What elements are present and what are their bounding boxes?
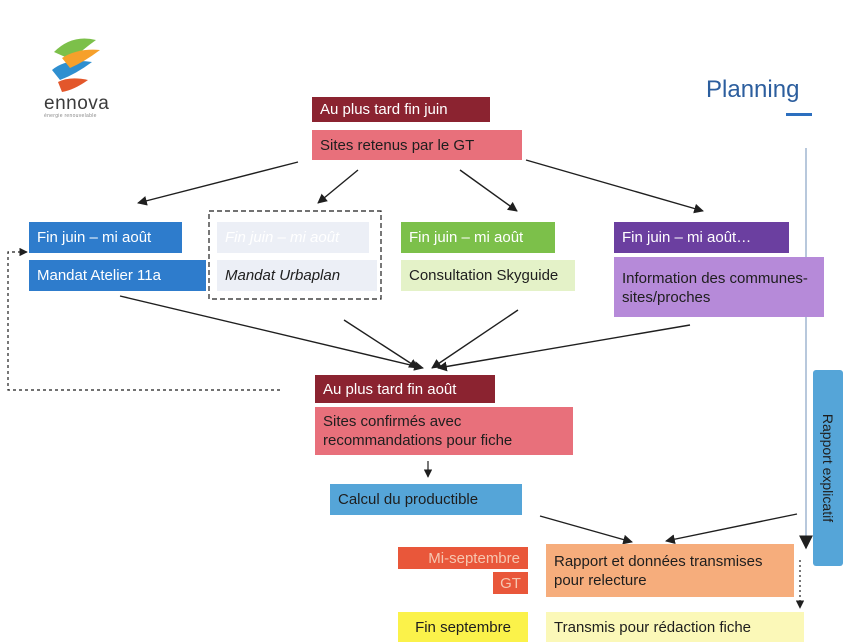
mid-deadline: Au plus tard fin août: [315, 375, 495, 403]
logo-name: ennova: [44, 93, 110, 114]
calc-productible: Calcul du productible: [330, 484, 522, 515]
rapport-explicatif-label: Rapport explicatif: [820, 413, 836, 523]
logo-tagline: énergie renouvelable: [44, 113, 97, 119]
arrow-col1-to-mid: [119, 295, 424, 371]
arrow-side-to-rapport: [665, 513, 798, 545]
date-fin-septembre: Fin septembre: [398, 612, 528, 642]
ennova-logo-icon: [52, 38, 100, 92]
col3-task: Consultation Skyguide: [401, 260, 575, 291]
rapport-explicatif-bar: Rapport explicatif: [813, 370, 843, 566]
date-mi-septembre: Mi-septembre: [398, 547, 528, 569]
page-title: Planning: [706, 76, 800, 103]
col2-task: Mandat Urbaplan: [217, 260, 377, 291]
top-task: Sites retenus par le GT: [312, 130, 522, 160]
actor-gt: GT: [493, 572, 528, 594]
col1-task: Mandat Atelier 11a: [29, 260, 206, 291]
arrow-calc-to-rapport: [539, 515, 633, 545]
col2-date: Fin juin – mi août: [217, 222, 369, 253]
arrow-top-to-col4: [525, 159, 704, 214]
top-deadline: Au plus tard fin juin: [312, 97, 490, 122]
transmis-task: Transmis pour rédaction fiche: [546, 612, 804, 642]
title-underline: [786, 113, 812, 116]
arrow-col2-to-mid: [343, 319, 419, 369]
col4-date: Fin juin – mi août…: [614, 222, 789, 253]
col4-task: Information des communes-sites/proches: [614, 257, 824, 317]
arrow-col4-to-mid: [437, 324, 691, 372]
arrow-top-to-col3: [459, 169, 518, 212]
arrow-top-to-col1: [137, 161, 299, 206]
col1-date: Fin juin – mi août: [29, 222, 182, 253]
arrow-col3-to-mid: [431, 309, 519, 369]
urbaplan-dashed-frame: [208, 210, 382, 300]
col3-date: Fin juin – mi août: [401, 222, 555, 253]
rapport-task: Rapport et données transmises pour relec…: [546, 544, 794, 597]
arrow-top-to-col2: [317, 169, 359, 204]
mid-task: Sites confirmés avec recommandations pou…: [315, 407, 573, 455]
